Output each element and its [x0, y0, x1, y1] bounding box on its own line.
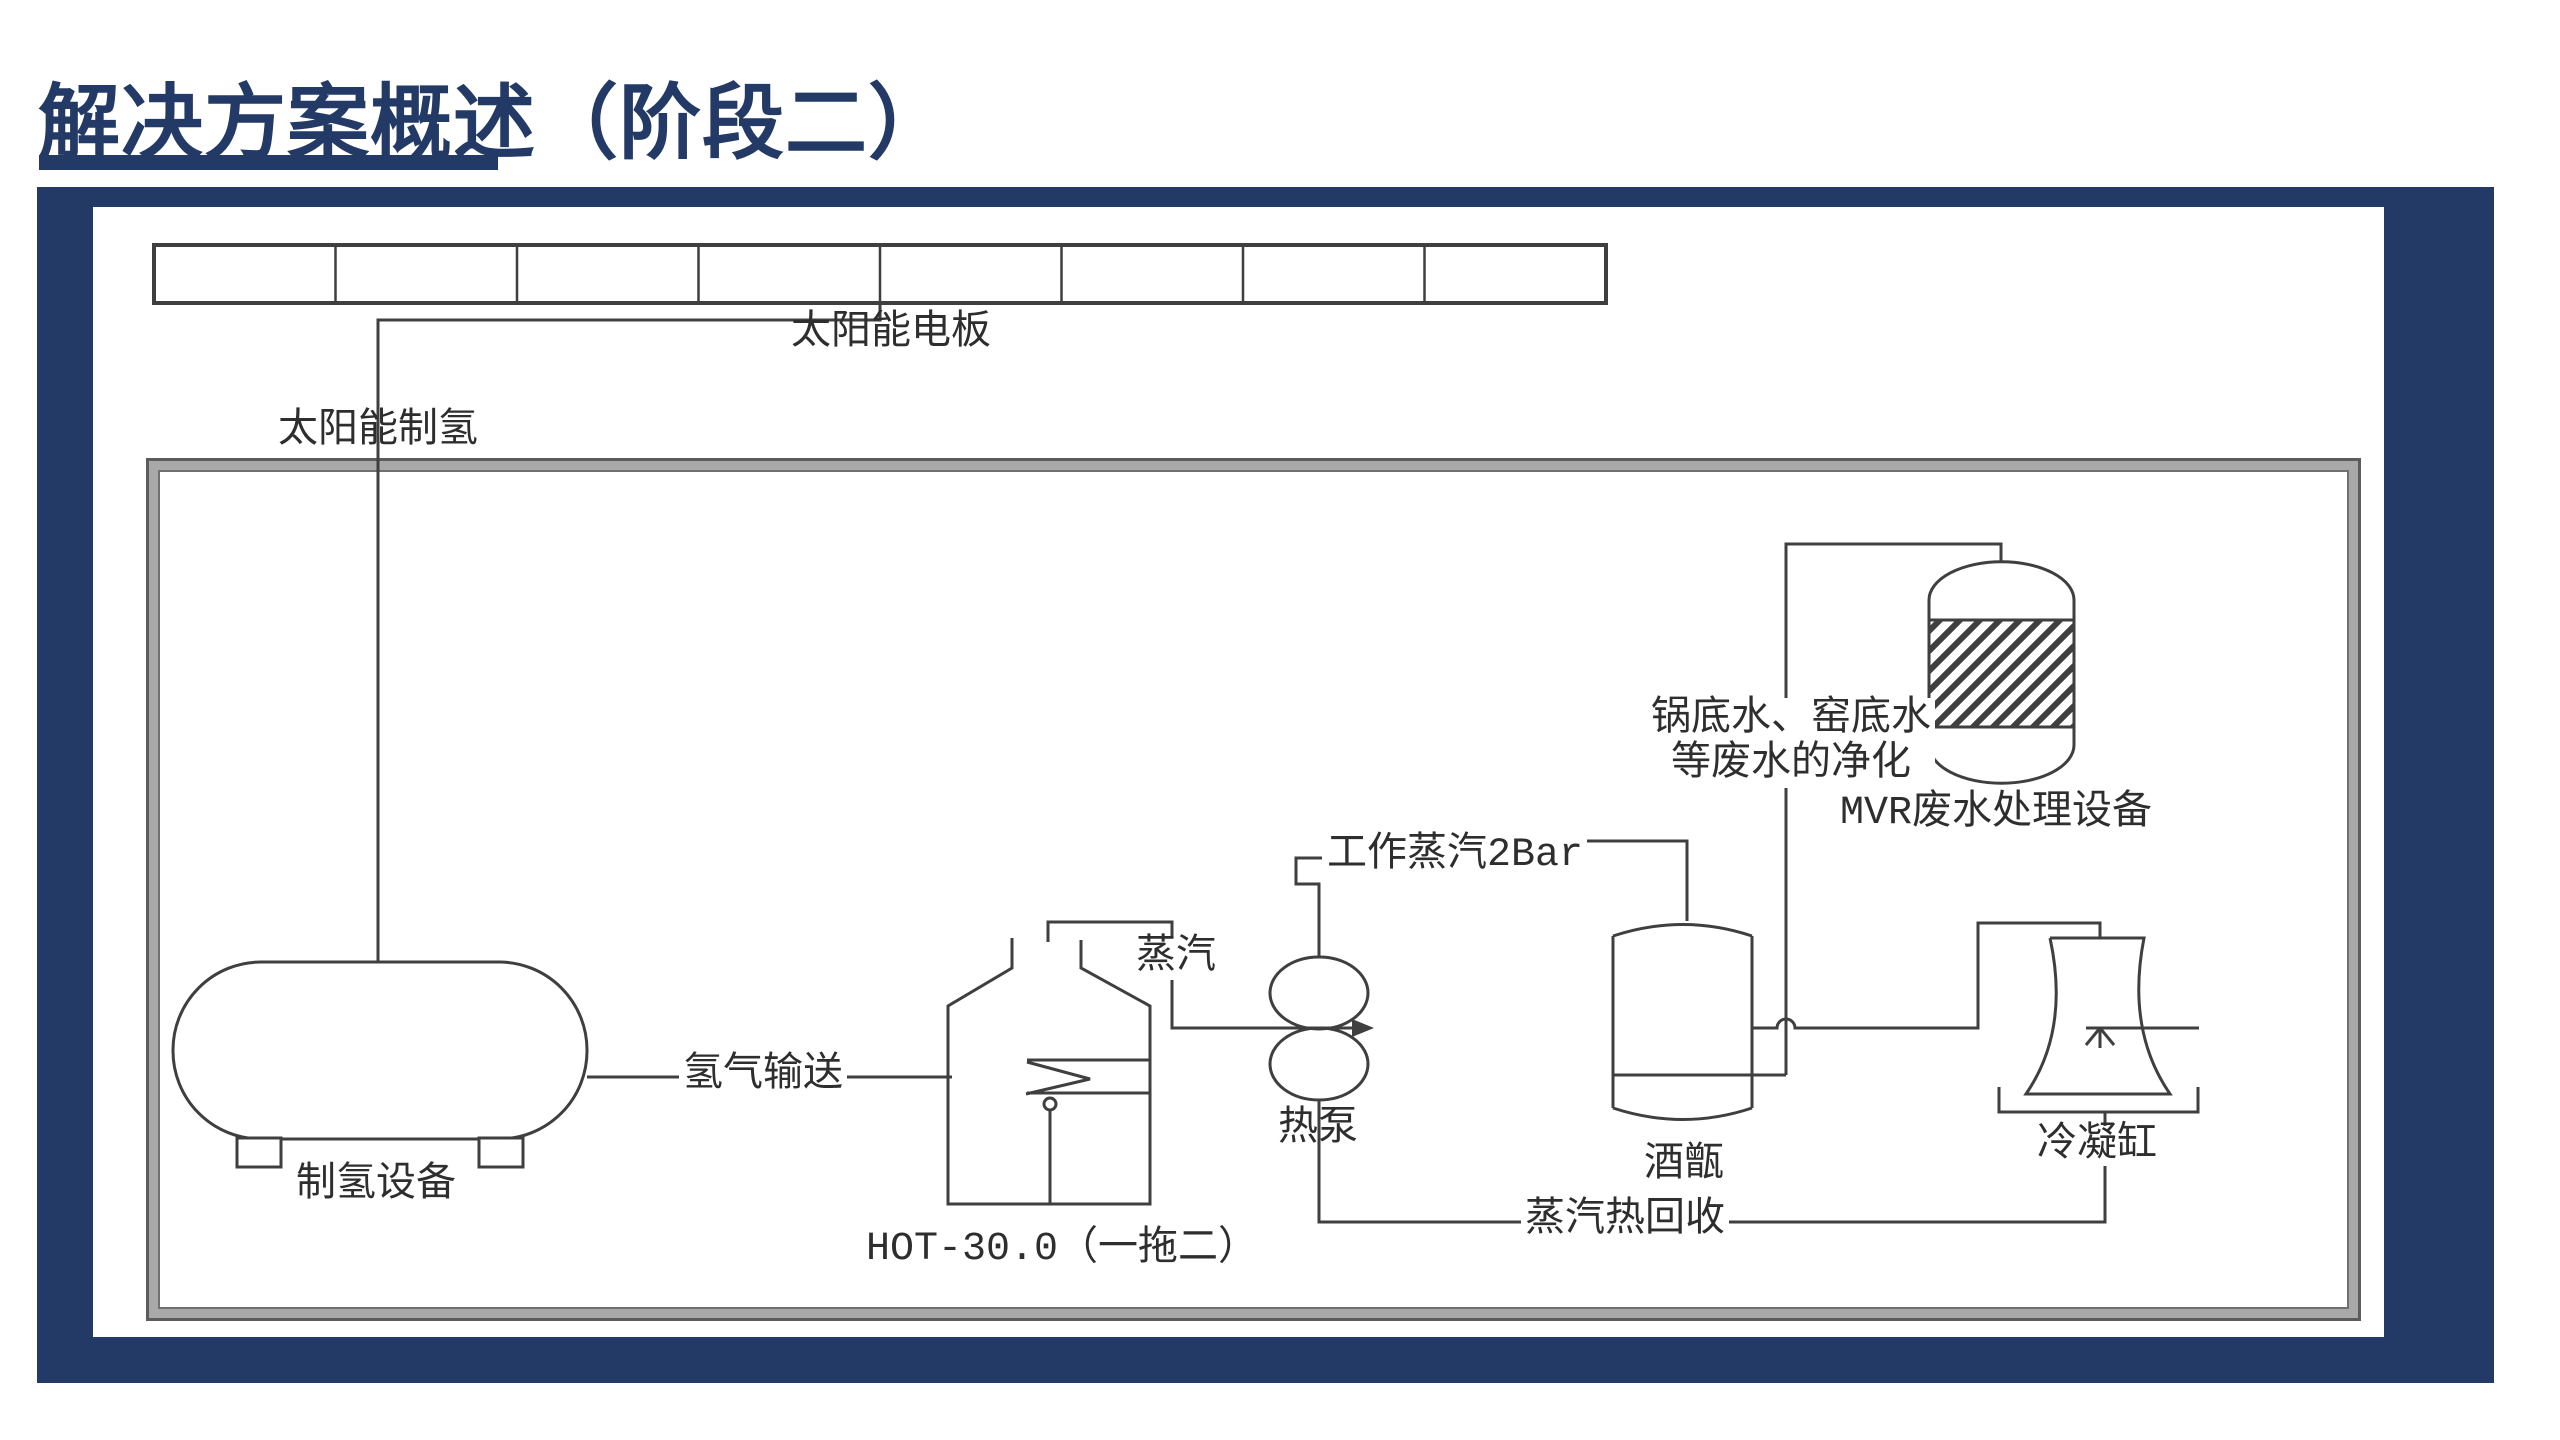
page-title: 解决方案概述（阶段二） — [38, 78, 952, 169]
label-wastewater-line2: 等废水的净化 — [1671, 741, 1911, 787]
flow-arrow — [1352, 1019, 1374, 1037]
title-underline — [39, 155, 498, 170]
diagram-border — [146, 458, 2361, 1321]
label-wastewater: 锅底水、窑底水 等废水的净化 — [1647, 697, 1935, 788]
mvr-feed-pipe — [1784, 542, 2003, 1075]
label-solar-panel: 太阳能电板 — [791, 311, 991, 356]
label-hydrogen-equipment: 制氢设备 — [296, 1163, 456, 1208]
label-still-pot: 酒甑 — [1644, 1143, 1724, 1188]
still-pot — [1611, 923, 1786, 1121]
hydrogen-tank — [171, 960, 589, 1169]
mvr-unit — [1784, 542, 2076, 1075]
hot-furnace — [946, 920, 1174, 1206]
solar-panel-array — [152, 243, 1608, 305]
slide-frame — [37, 187, 2494, 1383]
solar-to-tank-pipe — [376, 303, 882, 962]
label-steam: 蒸汽 — [1132, 938, 1220, 978]
still-to-condenser-pipe — [1752, 921, 2102, 1030]
label-wastewater-line1: 锅底水、窑底水 — [1651, 697, 1931, 742]
label-mvr: MVR废水处理设备 — [1840, 791, 2153, 836]
label-solar-hydrogen: 太阳能制氢 — [278, 409, 478, 454]
label-heat-pump: 热泵 — [1278, 1107, 1358, 1152]
label-hydrogen-transport: 氢气输送 — [679, 1056, 847, 1096]
label-steam-heat-recovery: 蒸汽热回收 — [1521, 1201, 1729, 1241]
label-condenser: 冷凝缸 — [2033, 1126, 2161, 1166]
label-working-steam: 工作蒸汽2Bar — [1323, 836, 1588, 876]
condenser-tower — [1997, 936, 2200, 1114]
steam-to-heatpump-pipe — [1170, 980, 1352, 1030]
label-hot-unit: HOT-30.0（一拖二） — [866, 1227, 1259, 1272]
